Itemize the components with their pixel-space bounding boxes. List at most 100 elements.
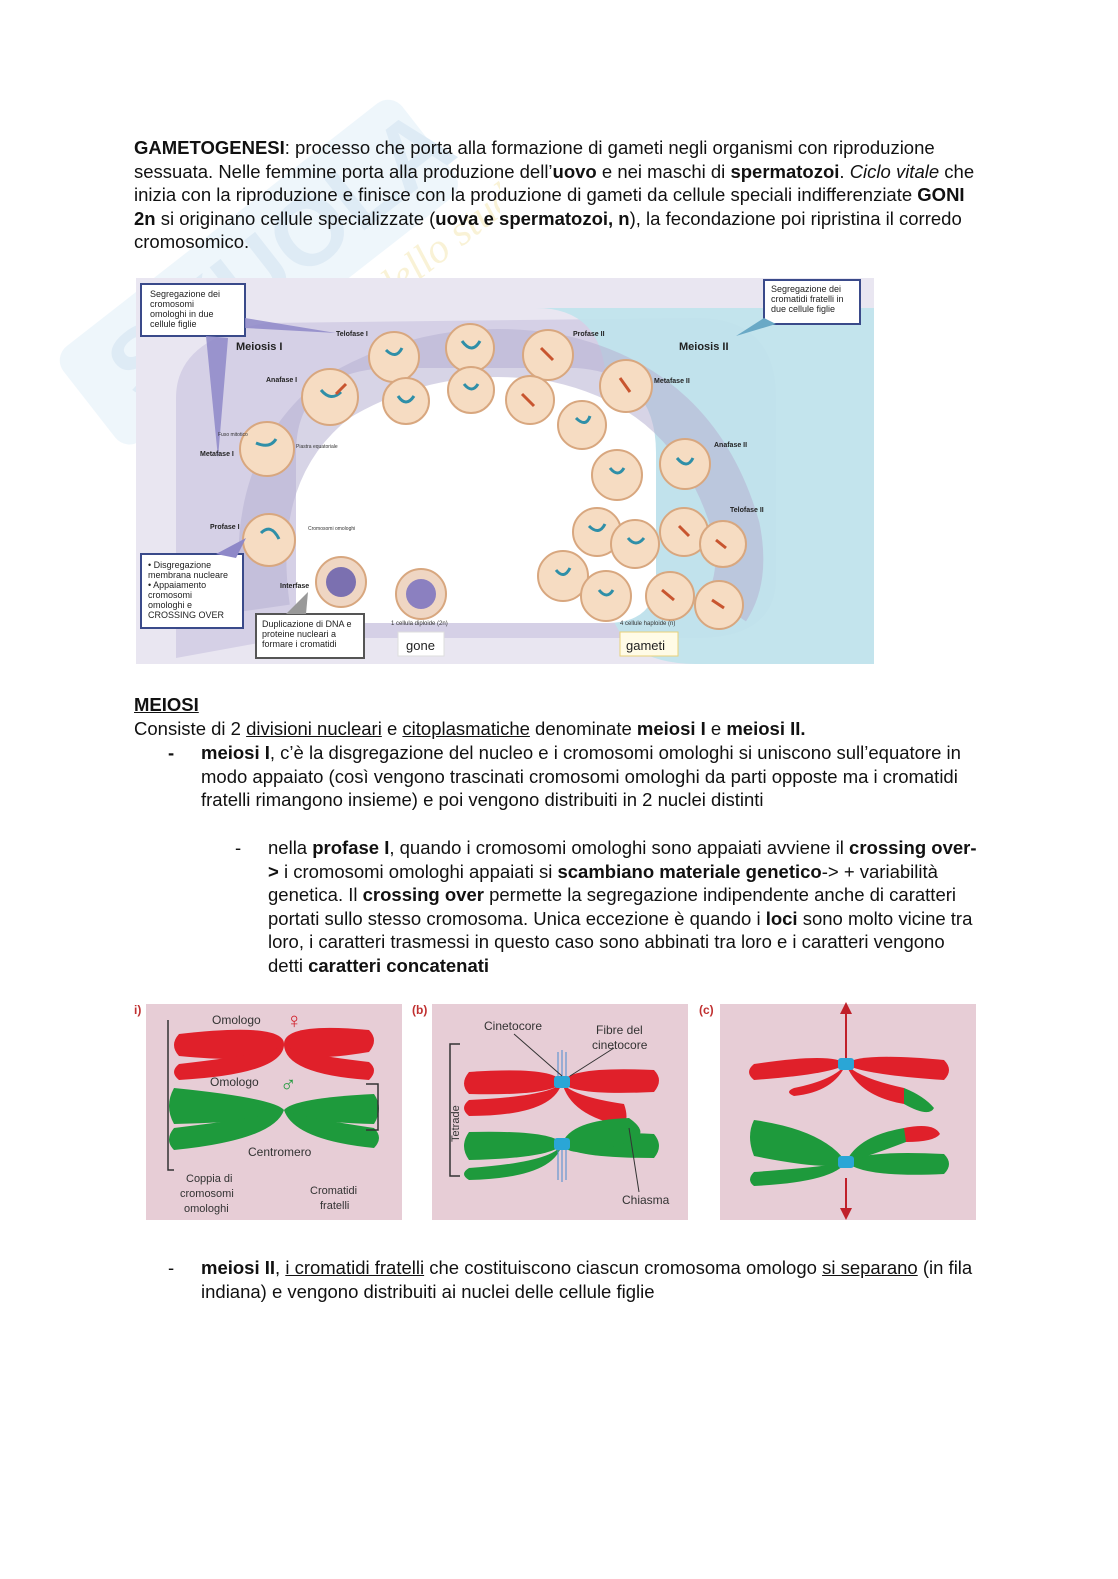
callout-bl-line5: omologhi e	[148, 600, 192, 610]
label-centromero: Centromero	[248, 1145, 312, 1159]
term-divisioni-nucleari: divisioni nucleari	[246, 718, 382, 739]
label-fibre-1: Fibre del	[596, 1023, 643, 1037]
label-cromatidi-2: fratelli	[320, 1200, 349, 1212]
callout-bm-line2: proteine nucleari a	[262, 629, 336, 639]
sub-s5: i cromosomi omologhi appaiati si	[278, 860, 558, 882]
callout-bm-line1: Duplicazione di DNA e	[262, 619, 352, 629]
label-metafase2: Metafase II	[654, 378, 690, 385]
male-symbol: ♂	[280, 1072, 297, 1097]
term-cromatidi-fratelli: i cromatidi fratelli	[285, 1257, 425, 1278]
panel-c	[720, 1004, 976, 1220]
callout-bl-line1: • Disgregazione	[148, 560, 211, 570]
label-cromatidi-1: Cromatidi	[310, 1185, 357, 1197]
label-meiosis1: Meiosis I	[236, 341, 282, 353]
label-meiosis2: Meiosis II	[679, 341, 729, 353]
bullet-meiosi-1: meiosi I, c’è la disgregazione del nucle…	[201, 741, 986, 812]
label-coppia-1: Coppia di	[186, 1173, 232, 1185]
term-si-separano: si separano	[822, 1257, 918, 1278]
sub-bullet-dash: -	[235, 837, 242, 858]
panel-a-label: i)	[134, 1003, 141, 1017]
meiosi-l1a: Consiste di 2	[134, 718, 247, 739]
callout-bm-line3: formare i cromatidi	[262, 639, 337, 649]
panel-c-label: (c)	[699, 1003, 714, 1017]
callout-bl-line6: CROSSING OVER	[148, 610, 225, 620]
callout-bottom-left	[140, 553, 244, 629]
term-citoplasmatiche: citoplasmatiche	[402, 718, 530, 739]
label-gone: gone	[406, 638, 435, 653]
intro-text-3: .	[839, 160, 850, 182]
callout-bl-line4: cromosomi	[148, 590, 192, 600]
svg-text:Segregazione dei cromo: Segregazione dei cromosomi omologhi in d…	[150, 289, 223, 329]
label-interfase: Interfase	[280, 583, 309, 590]
label-profase1: Profase I	[210, 524, 240, 531]
label-coppia-3: omologhi	[184, 1203, 229, 1215]
sub-s11: sono molto vicine tra loro, i caratteri …	[268, 907, 973, 976]
label-haploid: 4 cellule haploide (n)	[620, 621, 675, 627]
svg-text:Duplicazione di DNA e: Duplicazione di DNA e proteine nucleari …	[262, 619, 354, 649]
term-crossing-over-arrow: crossing over->	[268, 837, 977, 882]
term-profase-1: profase I	[312, 837, 390, 858]
callout-bottom-mid	[255, 613, 365, 659]
intro-paragraph: GAMETOGENESI: processo che porta alla fo…	[134, 136, 984, 254]
callout-tr-line1: Segregazione dei	[771, 284, 841, 294]
label-anafase2: Anafase II	[714, 442, 747, 449]
label-diploid: 1 cellula diploide (2n)	[391, 621, 448, 627]
callout-tr-line2: cromatidi fratelli in	[771, 294, 844, 304]
callout-tl-line1: Segregazione dei	[150, 289, 220, 299]
meiosi-l1e: denominate	[529, 718, 637, 739]
term-meiosi-2-bullet: meiosi II	[201, 1257, 276, 1278]
label-coppia-2: cromosomi	[180, 1188, 234, 1200]
callout-tl-line2: cromosomi	[150, 299, 194, 309]
label-chiasma: Chiasma	[622, 1193, 670, 1207]
label-profase2: Profase II	[573, 331, 605, 338]
label-omologo-2: Omologo	[210, 1075, 259, 1089]
term-meiosi-1-bullet: meiosi I	[201, 742, 270, 763]
callout-tl-line4: cellule figlie	[150, 319, 197, 329]
label-anafase1: Anafase I	[266, 377, 297, 384]
term-meiosi-2: meiosi II.	[726, 718, 806, 739]
b2-e: (in fila indiana) e vengono distribuiti …	[201, 1257, 973, 1302]
callout-tl-line3: omologhi in due	[150, 309, 214, 319]
term-uova-spermatozoi: uova e spermatozoi, n	[435, 207, 630, 229]
label-fibre-2: cinetocore	[592, 1038, 648, 1052]
label-cinetocore: Cinetocore	[484, 1019, 542, 1033]
female-symbol: ♀	[286, 1008, 303, 1033]
label-omologo-1: Omologo	[212, 1013, 261, 1027]
term-caratteri-concatenati: caratteri concatenati	[308, 954, 490, 976]
sub-s3: , quando i cromosomi omologhi sono appai…	[389, 837, 850, 858]
panel-b-label: (b)	[412, 1003, 427, 1017]
meiosi-title: MEIOSI	[134, 694, 199, 715]
b2-c: che costituiscono ciascun cromosoma omol…	[424, 1257, 823, 1278]
intro-text-1: : processo che porta alla formazione di …	[134, 137, 935, 182]
svg-text:Coppia di cromosomi: Coppia di cromosomi omologhi Cromatidi f…	[180, 1173, 360, 1215]
crossing-over-figure: i) (b) (c) Omologo ♀ Omologo ♂ Centromer…	[134, 1000, 980, 1224]
term-spermatozoi: spermatozoi	[730, 160, 840, 182]
callout-bl-line3: • Appaiamento	[148, 580, 206, 590]
term-loci: loci	[765, 907, 798, 929]
intro-text-2: e nei maschi di	[596, 160, 731, 182]
sub-s1: nella	[268, 837, 313, 858]
label-cromosomi-omologhi: Cromosomi omologhi	[308, 526, 355, 532]
svg-text:Segregazione dei croma: Segregazione dei cromatidi fratelli in d…	[771, 284, 846, 314]
meiosi-l1g: e	[705, 718, 727, 739]
term-scambiano-materiale: scambiano materiale genetico	[557, 860, 822, 882]
meiosis-cycle-figure: Segregazione dei cromosomi omologhi in d…	[136, 278, 874, 664]
sub-s7: -> + variabilità genetica. Il	[268, 860, 938, 906]
term-goni: GONI 2n	[134, 184, 965, 229]
label-telofase1: Telofase I	[336, 331, 368, 338]
term-meiosi-1: meiosi I	[636, 718, 706, 739]
b2-a: ,	[275, 1257, 286, 1278]
callout-bl-line2: membrana nucleare	[148, 570, 228, 580]
intro-text-6: ), la fecondazione poi ripristina il cor…	[134, 207, 962, 253]
label-telofase2: Telofase II	[730, 507, 764, 514]
term-ciclo-vitale: Ciclo vitale	[849, 160, 940, 182]
label-piastra: Piastra equatoriale	[296, 444, 338, 450]
meiosi-l1c: e	[381, 718, 403, 739]
label-fuso: Fuso mitotico	[218, 432, 248, 438]
callout-top-left	[140, 283, 246, 337]
svg-text:• Disgregazione membra: • Disgregazione membrana nucleare • Appa…	[148, 560, 231, 620]
svg-text:Fibre del cinetocore: Fibre del cinetocore	[592, 1023, 648, 1052]
bullet-dash-2: -	[168, 1257, 175, 1278]
term-gametogenesi: GAMETOGENESI	[134, 137, 285, 158]
term-uovo: uovo	[552, 160, 597, 182]
